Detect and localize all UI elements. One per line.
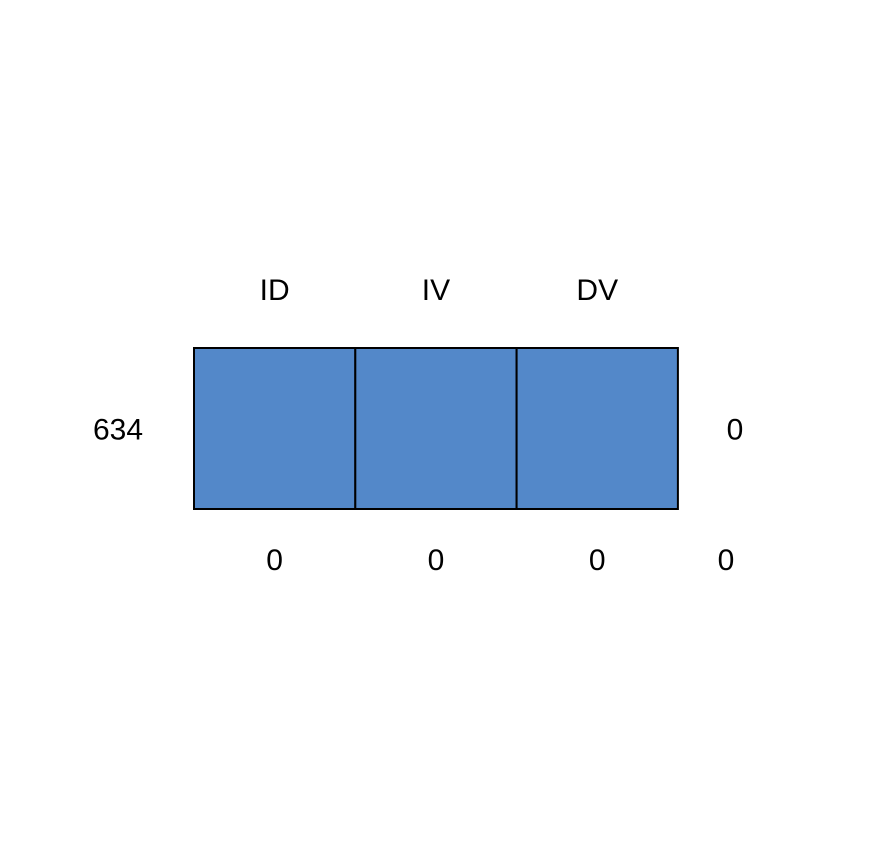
column-label-id: ID	[260, 274, 290, 307]
pattern-cells	[193, 347, 679, 510]
column-labels: ID IV DV	[260, 274, 618, 307]
pattern-cell-id	[193, 347, 357, 510]
row-count-label: 634	[93, 414, 143, 447]
column-label-iv: IV	[422, 274, 450, 307]
column-missing-total-iv: 0	[428, 544, 445, 577]
column-totals: 0 0 0 0	[266, 544, 734, 577]
pattern-cell-iv	[354, 347, 518, 510]
row-labels: 634 0	[93, 414, 743, 447]
pattern-cell-dv	[515, 347, 679, 510]
column-missing-total-dv: 0	[589, 544, 606, 577]
grand-total-label: 0	[718, 544, 735, 577]
row-missing-total-label: 0	[727, 414, 744, 447]
column-label-dv: DV	[576, 274, 618, 307]
column-missing-total-id: 0	[266, 544, 283, 577]
